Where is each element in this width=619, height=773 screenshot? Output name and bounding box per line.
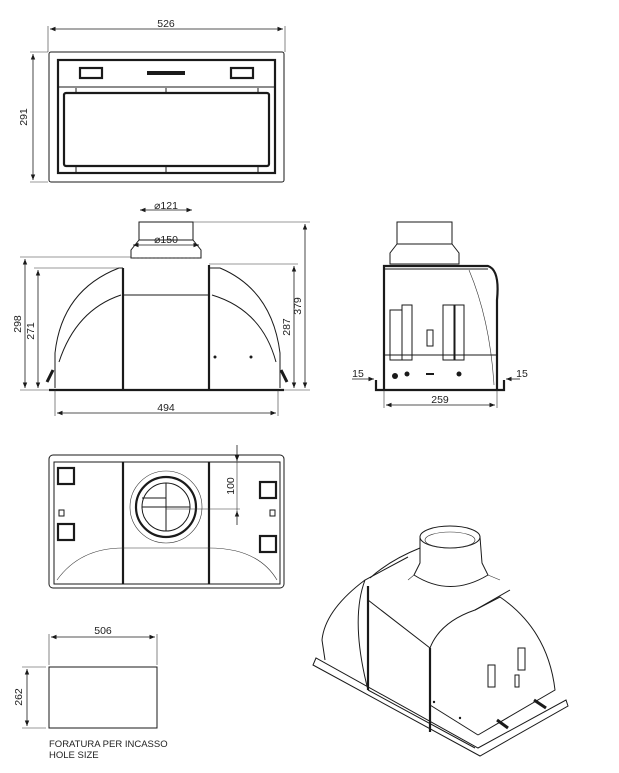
control-button-left [78, 66, 104, 80]
outlet-inner-diameter-label: ⌀121 [154, 200, 178, 212]
control-indicators [147, 71, 185, 75]
base-width-label: 494 [157, 402, 175, 414]
body-height-right-label: 287 [281, 318, 293, 336]
control-button-right [229, 66, 255, 80]
front-width-label: 526 [157, 18, 175, 30]
top-view: 100 [48, 445, 285, 589]
hole-cutout-rect [48, 666, 158, 729]
front-height-label: 291 [18, 108, 30, 126]
hole-caption-english: HOLE SIZE [49, 750, 99, 761]
flange-left-label: 15 [352, 368, 364, 380]
outlet-ring [134, 475, 198, 539]
total-height-left-label: 298 [12, 315, 24, 333]
isometric-view [312, 525, 569, 757]
hole-caption-italian: FORATURA PER INCASSO [49, 739, 168, 750]
flange-right-label: 15 [516, 368, 528, 380]
hole-height-label: 262 [13, 688, 25, 706]
side-elevation-view: ⌀121 ⌀150 298 271 287 379 494 [12, 200, 310, 416]
outlet-collar [138, 221, 194, 241]
outlet-outer-diameter-label: ⌀150 [154, 234, 178, 246]
total-height-right-label: 379 [292, 297, 304, 315]
front-view: 526 291 [18, 18, 286, 183]
filter-panel [62, 91, 271, 168]
iso-outlet-top [419, 525, 481, 549]
end-view: 15 15 259 [352, 221, 528, 408]
outlet-offset-label: 100 [225, 477, 237, 495]
body-height-left-label: 271 [25, 322, 37, 340]
depth-label: 259 [431, 394, 449, 406]
hole-size-view: 506 262 FORATURA PER INCASSO HOLE SIZE [13, 625, 168, 761]
hole-width-label: 506 [94, 625, 112, 637]
